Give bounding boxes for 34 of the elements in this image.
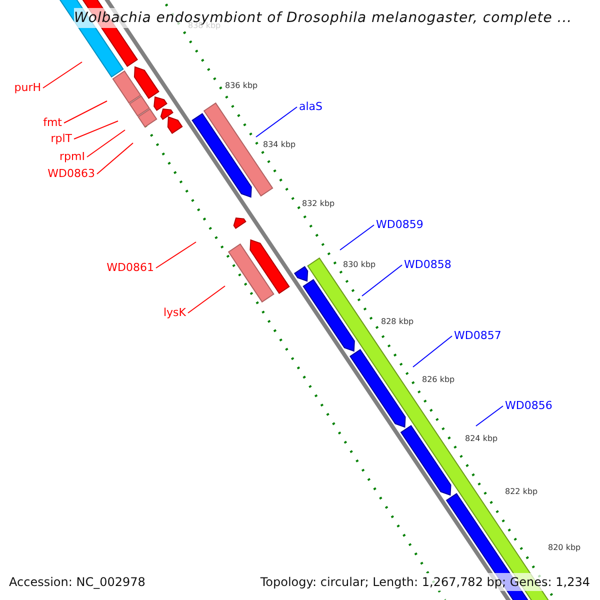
gene-label: fmt xyxy=(43,115,62,131)
tick-label: 828 kbp xyxy=(381,317,414,327)
leader-line xyxy=(86,130,126,158)
leader-line xyxy=(256,106,298,138)
gene-label: purH xyxy=(14,80,41,96)
gene-label: WD0856 xyxy=(505,398,552,414)
footer-text: Topology: circular; Length: 1,267,782 bp; Genes: 1,234 xyxy=(260,573,590,591)
gene-label: WD0857 xyxy=(454,328,502,344)
leader-line xyxy=(156,242,196,268)
leader-line xyxy=(476,406,504,426)
tick-label: 820 kbp xyxy=(548,543,581,553)
tick-label: 826 kbp xyxy=(422,375,455,385)
gene-label: WD0859 xyxy=(376,217,424,233)
tick-label: 832 kbp xyxy=(302,199,335,209)
gene-label: rplT xyxy=(50,131,72,147)
gene-label: WD0863 xyxy=(48,166,95,182)
gene-label: WD0861 xyxy=(106,260,154,276)
tick-label: 830 kbp xyxy=(343,260,376,270)
leader-line xyxy=(412,336,452,368)
gene-label: lysK xyxy=(163,305,186,321)
leader-line xyxy=(188,286,226,314)
tick-label: 824 kbp xyxy=(465,434,498,444)
leader-line xyxy=(74,120,118,140)
tick-label: 836 kbp xyxy=(225,81,258,91)
leader-line xyxy=(42,62,82,88)
gene-label: WD0858 xyxy=(404,257,452,273)
leader-line xyxy=(340,224,374,250)
leader-line xyxy=(96,142,134,174)
tick-label: 834 kbp xyxy=(263,140,296,150)
gene-label: rpmI xyxy=(60,149,85,165)
leader-line xyxy=(362,264,402,296)
leader-line xyxy=(64,100,108,124)
gene-label: alaS xyxy=(299,99,323,115)
tick-label: 822 kbp xyxy=(505,487,538,497)
